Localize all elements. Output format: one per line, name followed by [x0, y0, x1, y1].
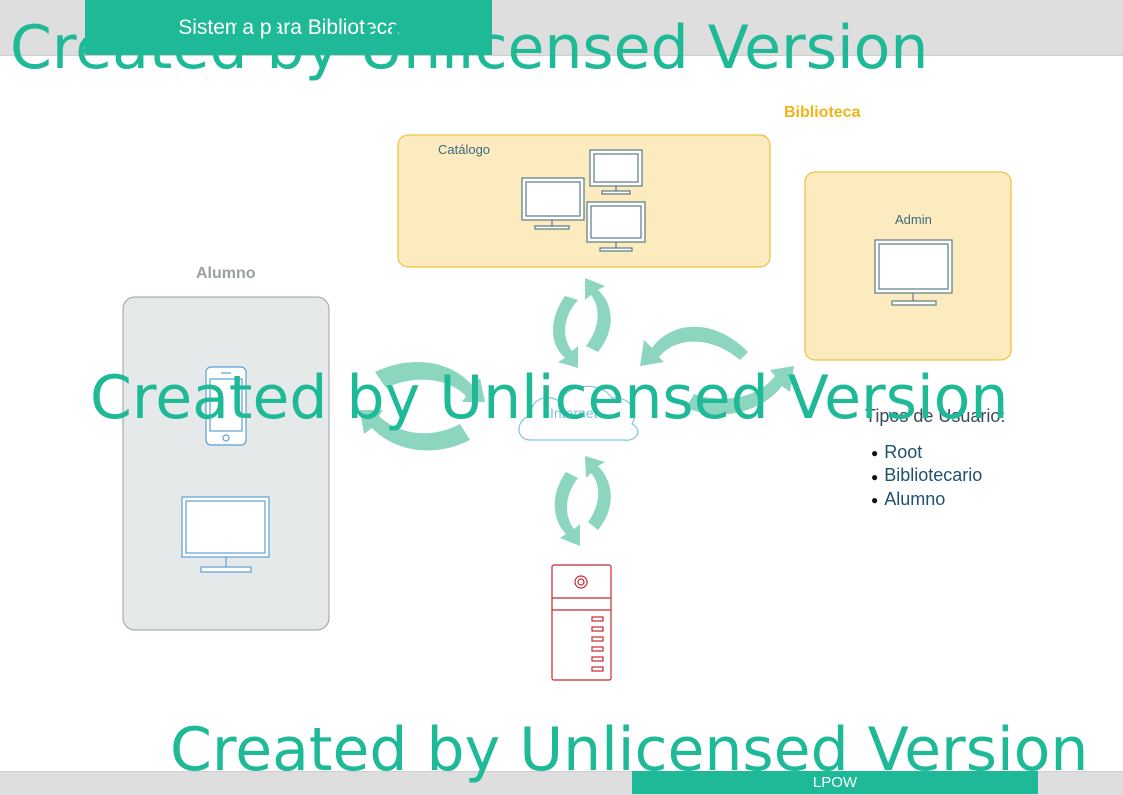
- desktop-icon: [181, 496, 270, 573]
- catalogo-label: Catálogo: [438, 142, 491, 157]
- legend-title: Tipos de Usuario:: [865, 406, 1006, 426]
- sync-arrows-server: [554, 456, 611, 546]
- monitor-icon: [589, 149, 643, 195]
- biblioteca-label: Biblioteca: [784, 104, 861, 121]
- admin-monitor-icon: [874, 239, 953, 306]
- page-title: Sistema para Biblioteca: [85, 0, 492, 55]
- sync-arrows-admin: [640, 326, 794, 415]
- monitor-icon: [521, 177, 585, 230]
- legend-item-bibliotecario: Bibliotecario: [865, 464, 1005, 487]
- legend-list: Root Bibliotecario Alumno: [865, 441, 1005, 511]
- sync-arrows-catalogo: [552, 278, 611, 368]
- admin-label: Admin: [895, 212, 932, 227]
- legend-item-alumno: Alumno: [865, 488, 1005, 511]
- alumno-container: [122, 296, 330, 631]
- internet-cloud-icon: [518, 385, 639, 441]
- legend-item-root: Root: [865, 441, 1005, 464]
- alumno-label: Alumno: [196, 265, 256, 282]
- internet-label: Internet: [550, 405, 598, 421]
- user-types-legend: Tipos de Usuario: Root Bibliotecario Alu…: [865, 406, 1005, 511]
- smartphone-icon: [205, 366, 247, 446]
- monitor-icon: [586, 201, 646, 252]
- sync-arrows-alumno: [360, 362, 485, 451]
- server-icon: [551, 564, 612, 681]
- footer-label: LPOW: [632, 771, 1038, 794]
